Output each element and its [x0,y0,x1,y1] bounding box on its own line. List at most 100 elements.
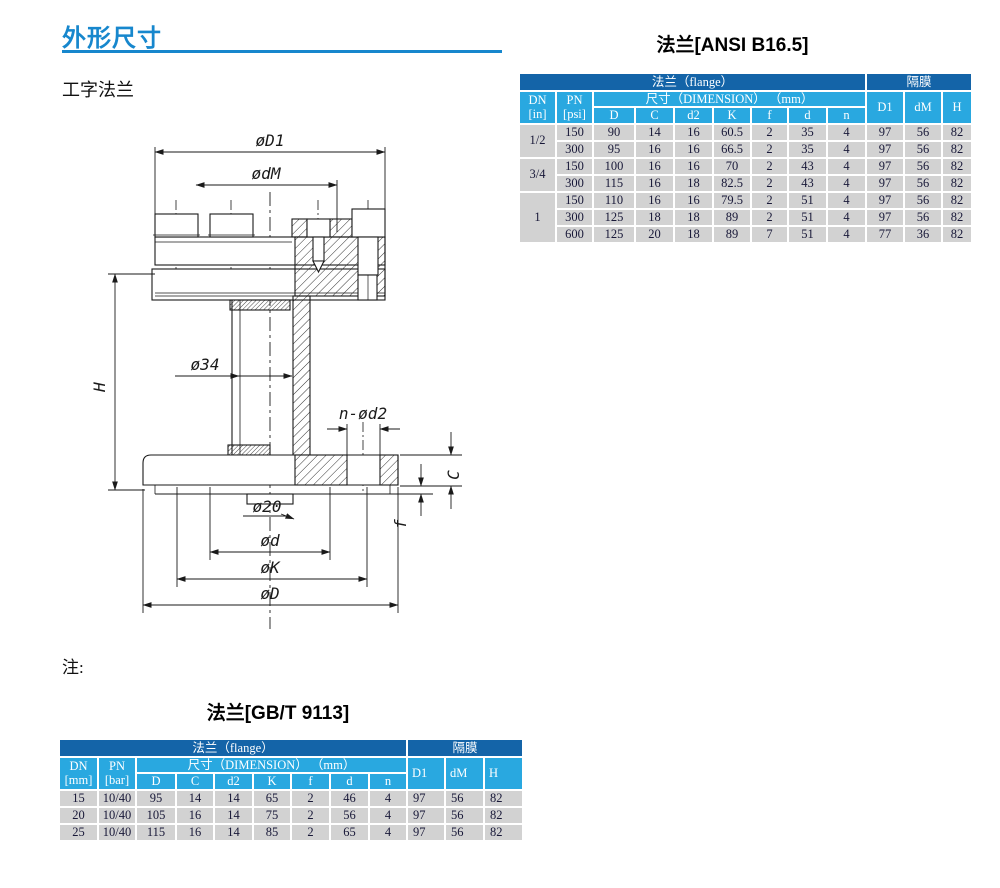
table-cell: 300 [557,209,592,225]
dim-label-k: øK [260,558,281,577]
table-cell: 1 [520,192,555,242]
table-cell: 14 [636,124,673,140]
table-cell: 115 [137,824,175,840]
table-cell: 16 [636,175,673,191]
table-cell: 10/40 [99,824,135,840]
table-cell: 4 [828,209,866,225]
table-cell: 4 [370,790,407,806]
table-cell: 60.5 [714,124,750,140]
table-cell: 2 [292,790,329,806]
table-cell: 82 [943,158,972,174]
table-cell: 56 [446,824,484,840]
table-cell: 51 [789,192,826,208]
table-cell: 14 [215,807,252,823]
table-cell: 18 [675,226,712,242]
header-col-k: K [254,774,290,789]
table-cell: 16 [636,158,673,174]
dim-label-bore: ø34 [191,355,220,374]
table-cell: 7 [752,226,787,242]
table-cell: 300 [557,175,592,191]
table-cell: 16 [675,124,712,140]
table-cell: 16 [636,192,673,208]
dim-label-c: C [444,470,463,480]
table-cell: 82 [943,192,972,208]
table-cell: 35 [789,124,826,140]
table-cell: 2 [752,209,787,225]
header-diaphragm: 隔膜 [867,74,972,90]
flange-technical-drawing: øD1 ødM H ø34 n-ød2 C f ø20 ød øK øD [55,131,475,637]
table-cell: 79.5 [714,192,750,208]
table-cell: 4 [370,824,407,840]
table-cell: 56 [905,175,942,191]
header-col-k: K [714,108,750,123]
header-col-c: C [636,108,673,123]
table-cell: 100 [594,158,634,174]
header-flange: 法兰（flange） [520,74,866,90]
note-label: 注: [62,658,84,677]
header-col-d2: d2 [215,774,252,789]
table-cell: 82 [943,124,972,140]
table-cell: 97 [867,175,904,191]
dim-label-d-small: ød [260,531,280,550]
dim-label-stub: ø20 [253,497,282,516]
bolt-head [306,218,331,238]
table-cell: 56 [905,158,942,174]
header-dm: dM [446,758,484,789]
bolt-head [351,208,386,238]
table-cell: 77 [867,226,904,242]
table-cell: 20 [60,807,97,823]
dim-label-bolt-holes: n-ød2 [339,404,387,423]
table-cell: 97 [867,158,904,174]
table-cell: 150 [557,158,592,174]
table-cell: 150 [557,124,592,140]
table-cell: 97 [867,192,904,208]
table-cell: 16 [177,824,213,840]
table-cell: 16 [636,141,673,157]
table-cell: 25 [60,824,97,840]
tube-section-wall [292,295,311,456]
page-title: 外形尺寸 [62,25,162,52]
header-flange: 法兰（flange） [60,740,407,756]
header-col-f: f [752,108,787,123]
table-cell: 4 [828,124,866,140]
table-cell: 66.5 [714,141,750,157]
gb-flange-table: 法兰（flange） 隔膜 DN [mm] PN [bar] 尺寸（DIMENS… [58,738,525,842]
table-cell: 10/40 [99,807,135,823]
table-cell: 300 [557,141,592,157]
table-cell: 56 [905,209,942,225]
bolt-head [209,213,254,238]
dim-label-d-big: øD [260,584,279,603]
header-h: H [485,758,523,789]
table-cell: 82 [943,141,972,157]
table-cell: 18 [636,209,673,225]
header-dn: DN [in] [520,92,555,123]
header-dimension: 尺寸（DIMENSION） （mm） [594,92,866,107]
table-cell: 82 [485,807,523,823]
table-cell: 89 [714,226,750,242]
dim-label-dm: ødM [252,164,282,183]
table-cell: 89 [714,209,750,225]
process-stub [246,493,294,505]
header-col-d: D [137,774,175,789]
table-cell: 2 [752,192,787,208]
dim-label-f: f [391,519,410,529]
table-cell: 82 [943,209,972,225]
title-underline [62,50,502,53]
gb-table-title: 法兰[GB/T 9113] [206,703,350,724]
ansi-table-header: 法兰（flange） 隔膜 DN [in] PN [psi] 尺寸（DIMENS… [520,74,972,123]
table-cell: 97 [408,790,445,806]
header-dm: dM [905,92,942,123]
drawing-svg: øD1 ødM H ø34 n-ød2 C f ø20 ød øK øD [90,131,463,629]
table-cell: 4 [828,158,866,174]
header-pn: PN [bar] [99,758,135,789]
header-diaphragm: 隔膜 [408,740,523,756]
table-cell: 82 [943,175,972,191]
table-cell: 150 [557,192,592,208]
